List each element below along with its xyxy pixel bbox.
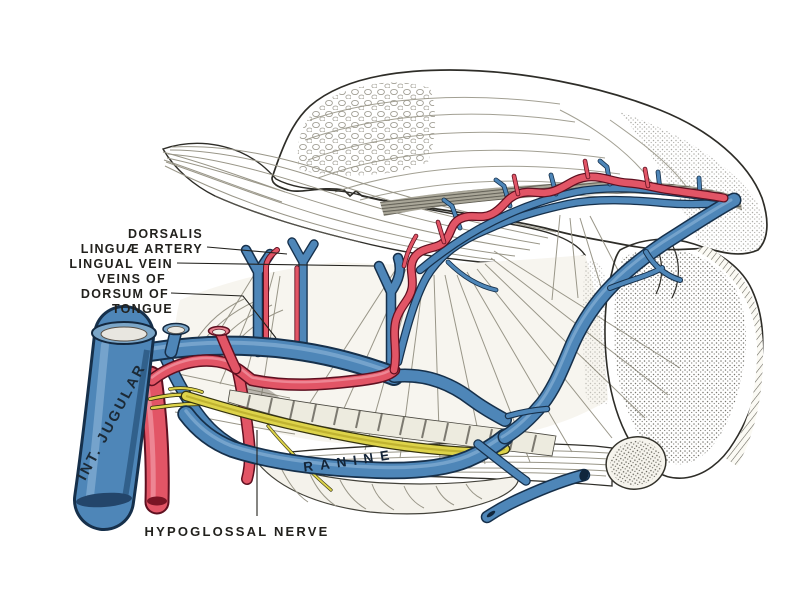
- label-veins-line1: VEINS OF: [97, 272, 166, 286]
- label-hypoglossal-nerve: HYPOGLOSSAL NERVE: [144, 524, 329, 539]
- internal-jugular-vein: INT. JUGULAR: [74, 321, 231, 509]
- tongue-right-stipple: [620, 112, 765, 253]
- label-dorsalis-line2: LINGUÆ ARTERY: [81, 242, 203, 256]
- label-veins-line2: DORSUM OF: [81, 287, 169, 301]
- papillae-texture: [297, 82, 436, 176]
- label-veins-line3: TONGUE: [112, 302, 173, 316]
- muscle-cut-end: [605, 436, 667, 490]
- geniohyoid-muscle: [289, 436, 667, 490]
- lingual-veins: [149, 161, 734, 519]
- leader-dorsalis: [206, 246, 288, 255]
- annotations: DORSALIS LINGUÆ ARTERY LINGUAL VEIN VEIN…: [69, 227, 375, 539]
- label-lingual-vein: LINGUAL VEIN: [69, 257, 173, 271]
- artery-stump-opening: [207, 325, 231, 337]
- trabecular-texture: [613, 248, 746, 465]
- leader-lingual-vein: [176, 262, 375, 267]
- cut-vein-stump: [486, 468, 590, 519]
- leader-veins-dorsum: [170, 292, 277, 339]
- vein-stump-opening: [162, 322, 190, 353]
- jugular-cut-opening: [91, 321, 157, 345]
- deep-vessels: [146, 358, 250, 506]
- label-dorsalis-line1: DORSALIS: [128, 227, 203, 241]
